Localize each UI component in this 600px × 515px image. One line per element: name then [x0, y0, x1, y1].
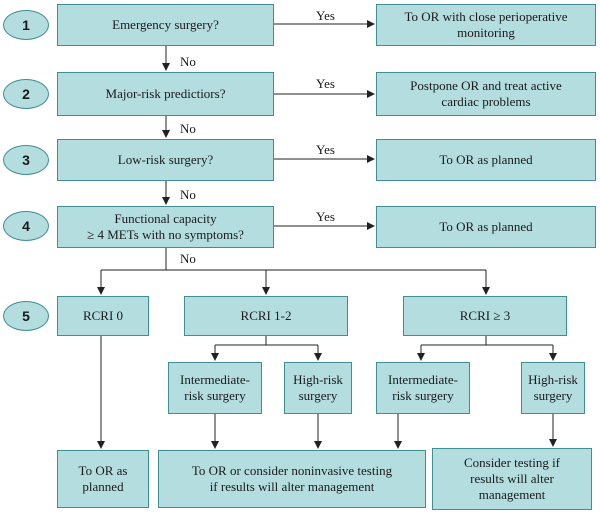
outcome-close-monitoring-line2: monitoring: [457, 25, 515, 40]
intermediate-risk-box-2: Intermediate- risk surgery: [376, 362, 470, 414]
rcri-0-text: RCRI 0: [82, 308, 124, 323]
final-or-as-planned: To OR as planned: [57, 450, 149, 508]
question-functional-capacity-line1: Functional capacity: [114, 211, 217, 226]
outcome-or-as-planned-3: To OR as planned: [376, 139, 596, 181]
final-consider-testing-line3: management: [478, 487, 546, 502]
no-label-3: No: [180, 187, 196, 202]
intermediate-risk-2-line1: Intermediate-: [387, 372, 458, 387]
high-risk-1-line1: High-risk: [293, 372, 343, 387]
rcri-3-box: RCRI ≥ 3: [403, 296, 567, 336]
yes-label-2: Yes: [316, 76, 335, 91]
rcri-3-text: RCRI ≥ 3: [459, 308, 511, 323]
outcome-postpone-or-line1: Postpone OR and treat active: [410, 78, 562, 93]
rcri-0-box: RCRI 0: [57, 296, 149, 336]
question-low-risk-surgery: Low-risk surgery?: [57, 139, 274, 181]
intermediate-risk-2-line2: risk surgery: [392, 388, 454, 403]
outcome-close-monitoring: To OR with close perioperative monitorin…: [376, 4, 596, 46]
high-risk-box-2: High-risk surgery: [521, 362, 585, 414]
final-noninvasive-testing-line2: if results will alter management: [209, 479, 375, 494]
step-5-badge: 5: [3, 301, 49, 331]
no-label-1: No: [180, 54, 196, 69]
rcri-1-2-box: RCRI 1-2: [184, 296, 348, 336]
no-label-4: No: [180, 251, 196, 266]
outcome-or-as-planned-4-text: To OR as planned: [439, 219, 533, 234]
question-major-risk-predictors: Major-risk predictiors?: [57, 72, 274, 116]
intermediate-risk-box-1: Intermediate- risk surgery: [168, 362, 262, 414]
step-3-badge: 3: [3, 145, 49, 175]
final-or-as-planned-line2: planned: [82, 479, 124, 494]
high-risk-2-line2: surgery: [533, 388, 573, 403]
yes-label-3: Yes: [316, 142, 335, 157]
question-emergency-surgery-text: Emergency surgery?: [112, 17, 219, 32]
final-consider-testing-line1: Consider testing if: [463, 455, 561, 470]
step-2-badge: 2: [3, 79, 49, 109]
outcome-close-monitoring-line1: To OR with close perioperative: [404, 9, 568, 24]
high-risk-1-line2: surgery: [298, 388, 338, 403]
final-noninvasive-testing: To OR or consider noninvasive testing if…: [158, 450, 426, 508]
yes-label-1: Yes: [316, 8, 335, 23]
question-emergency-surgery: Emergency surgery?: [57, 4, 274, 46]
final-noninvasive-testing-line1: To OR or consider noninvasive testing: [191, 463, 393, 478]
yes-label-4: Yes: [316, 209, 335, 224]
final-consider-testing-line2: results will alter: [470, 471, 554, 486]
intermediate-risk-1-line1: Intermediate-: [179, 372, 250, 387]
step-4-badge: 4: [3, 211, 49, 241]
question-low-risk-surgery-text: Low-risk surgery?: [117, 152, 214, 167]
final-or-as-planned-line1: To OR as: [78, 463, 128, 478]
intermediate-risk-1-line2: risk surgery: [184, 388, 246, 403]
high-risk-2-line1: High-risk: [528, 372, 578, 387]
rcri-1-2-text: RCRI 1-2: [240, 308, 292, 323]
no-label-2: No: [180, 121, 196, 136]
step-1-badge: 1: [3, 10, 49, 40]
question-functional-capacity-line2: ≥ 4 METs with no symptoms?: [87, 227, 244, 242]
high-risk-box-1: High-risk surgery: [284, 362, 352, 414]
outcome-postpone-or-line2: cardiac problems: [441, 94, 531, 109]
outcome-or-as-planned-4: To OR as planned: [376, 206, 596, 248]
question-major-risk-predictors-text: Major-risk predictiors?: [105, 86, 226, 101]
outcome-postpone-or: Postpone OR and treat active cardiac pro…: [376, 72, 596, 116]
final-consider-testing: Consider testing if results will alter m…: [432, 448, 592, 510]
outcome-or-as-planned-3-text: To OR as planned: [439, 152, 533, 167]
question-functional-capacity: Functional capacity ≥ 4 METs with no sym…: [57, 206, 274, 248]
